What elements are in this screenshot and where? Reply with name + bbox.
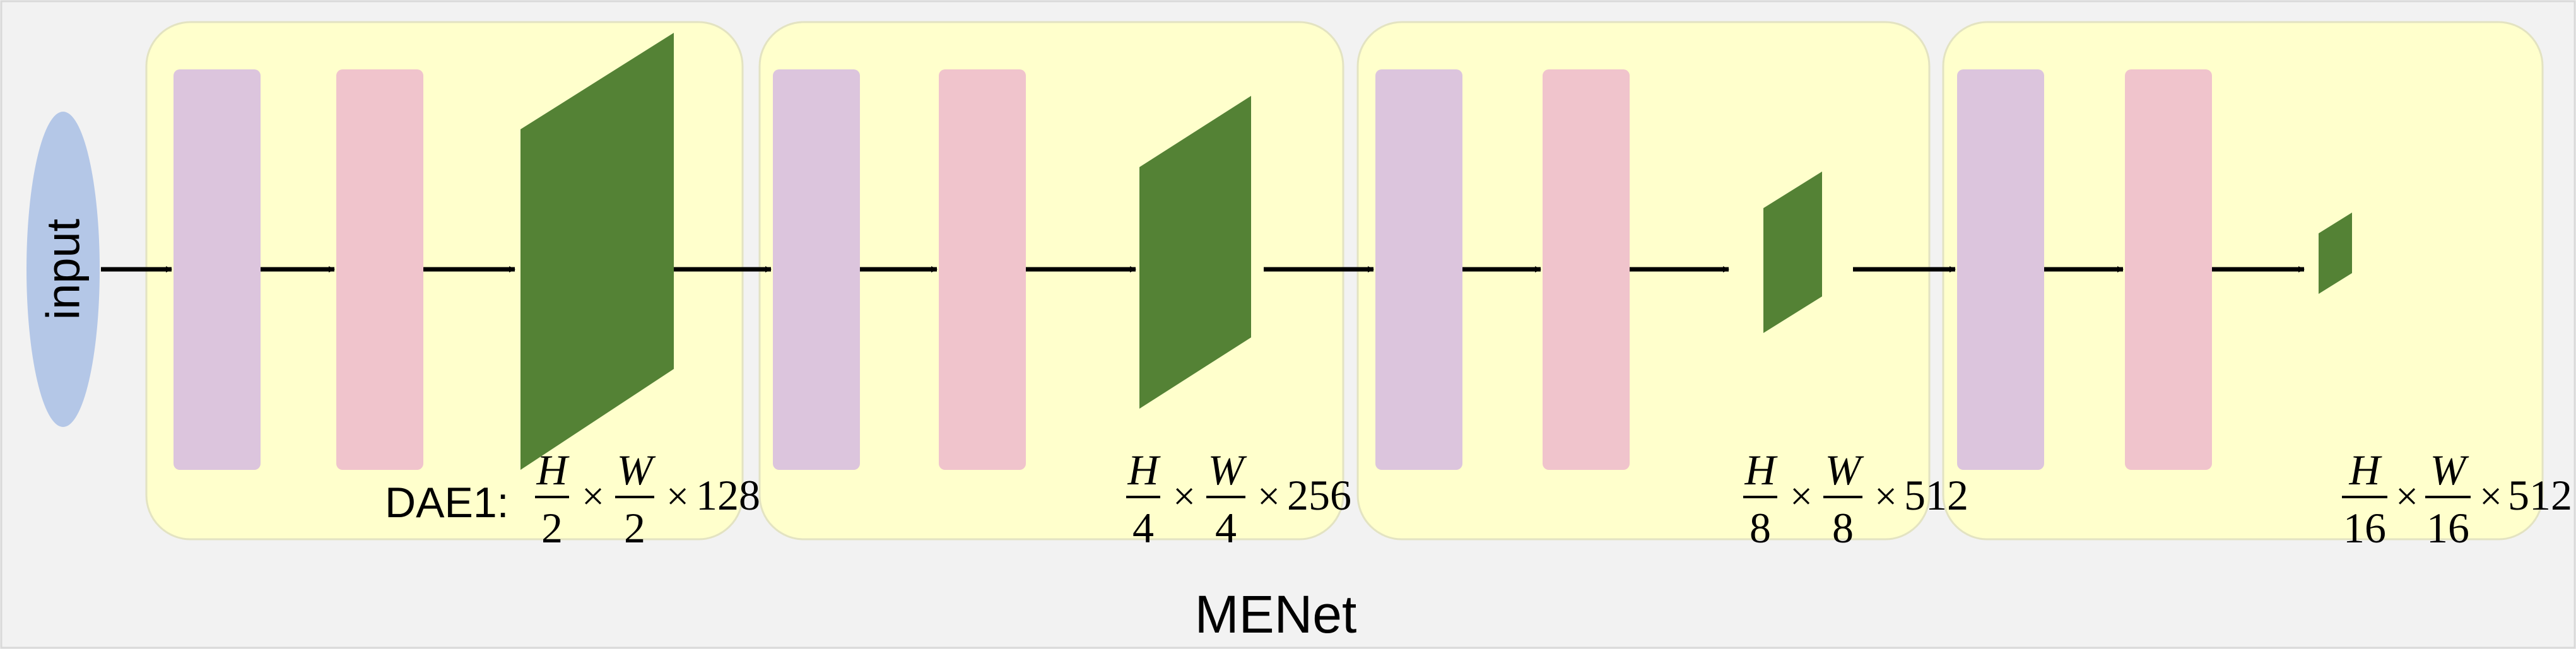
input-ellipse: [26, 112, 100, 427]
block-dae1: [145, 21, 744, 541]
input-node: input: [26, 112, 100, 427]
h-numerator: H: [2348, 446, 2382, 494]
times-sign: ×: [666, 474, 689, 518]
channels: 512: [2508, 471, 2572, 519]
dim-label-dae1: DAE1: H 2 × W 2 × 128: [385, 446, 760, 552]
w-denominator: 16: [2426, 504, 2469, 552]
feature-map: [2319, 213, 2352, 294]
dim-label-dae2: H 4 × W 4 × 256: [1126, 446, 1351, 552]
block-dae3: [1356, 21, 1931, 541]
block-dae4: [1942, 21, 2544, 541]
conv-layer-purple: [173, 69, 261, 470]
w-numerator: W: [617, 446, 656, 494]
h-denominator: 8: [1750, 504, 1771, 552]
dim-label-dae3: H 8 × W 8 × 512: [1743, 446, 1968, 552]
h-numerator: H: [536, 446, 570, 494]
conv-layer-pink: [1543, 69, 1630, 470]
h-denominator: 4: [1132, 504, 1154, 552]
diagram-title: MENet: [1195, 585, 1357, 644]
times-sign: ×: [1790, 474, 1813, 518]
times-sign: ×: [582, 474, 604, 518]
conv-layer-pink: [939, 69, 1026, 470]
feature-map: [1139, 96, 1251, 409]
conv-layer-pink: [2125, 69, 2212, 470]
feature-map: [520, 33, 674, 470]
channels: 512: [1904, 471, 1968, 519]
times-sign: ×: [2479, 474, 2502, 518]
feature-map: [1763, 172, 1822, 333]
block-dae2: [758, 21, 1344, 541]
conv-layer-purple: [773, 69, 860, 470]
conv-layer-purple: [1957, 69, 2044, 470]
w-denominator: 4: [1215, 504, 1237, 552]
dim-label-dae4: H 16 × W 16 × 512: [2342, 446, 2572, 552]
w-denominator: 8: [1832, 504, 1854, 552]
input-label: input: [37, 218, 90, 320]
h-denominator: 16: [2343, 504, 2386, 552]
w-numerator: W: [2430, 446, 2469, 494]
block-prefix: DAE1:: [385, 479, 509, 527]
conv-layer-purple: [1375, 69, 1462, 470]
h-numerator: H: [1127, 446, 1161, 494]
times-sign: ×: [2396, 474, 2418, 518]
times-sign: ×: [1257, 474, 1280, 518]
channels: 256: [1287, 471, 1351, 519]
h-numerator: H: [1744, 446, 1778, 494]
block-container: [1942, 21, 2544, 541]
times-sign: ×: [1173, 474, 1196, 518]
w-denominator: 2: [624, 504, 645, 552]
conv-layer-pink: [336, 69, 423, 470]
h-denominator: 2: [541, 504, 563, 552]
w-numerator: W: [1825, 446, 1864, 494]
w-numerator: W: [1208, 446, 1247, 494]
block-container: [1356, 21, 1931, 541]
times-sign: ×: [1874, 474, 1897, 518]
channels: 128: [696, 471, 760, 519]
